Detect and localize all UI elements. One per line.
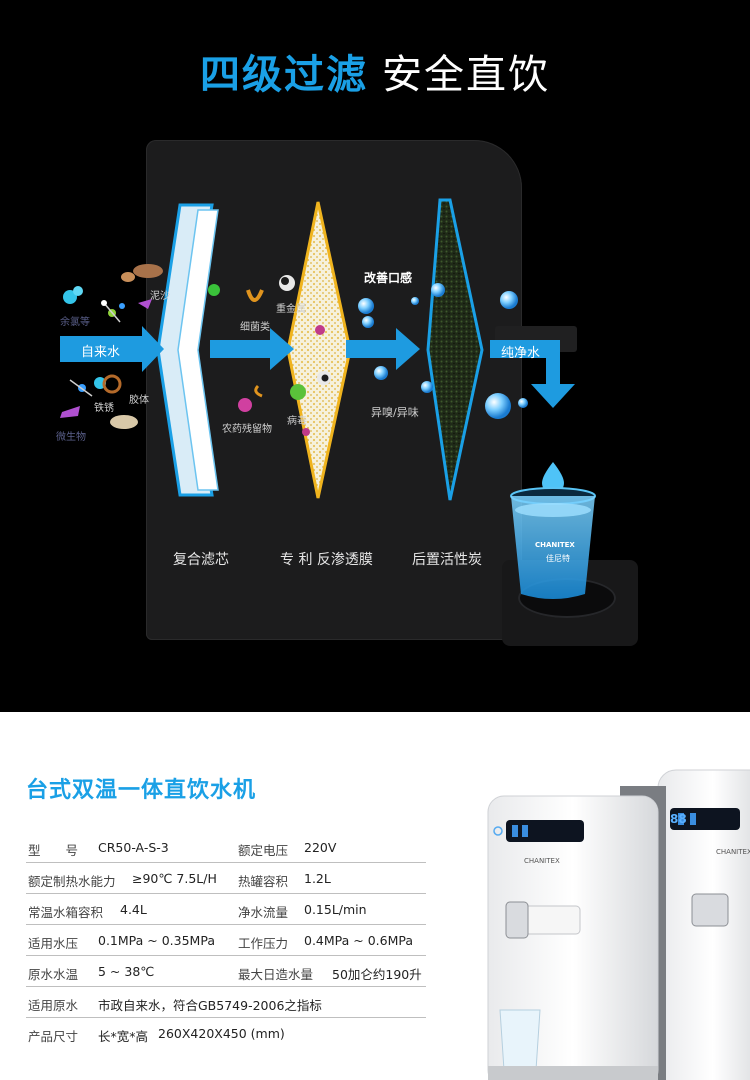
ro-membrane-layer [286,201,352,499]
spec-row: 额定制热水能力 ≥90℃ 7.5L/H 热罐容积 1.2L [26,863,426,894]
spec-value: 5 ~ 38℃ [98,964,155,979]
product-photo [487,769,750,1080]
spec-value: 4.4L [120,902,147,917]
contaminant-rust: 铁锈 [94,403,114,414]
spec-value: 市政自来水，符合GB5749-2006之指标 [98,998,322,1013]
headline-rest: 安全直饮 [382,52,550,98]
stage-label-ro: 专 利 反渗透膜 [280,552,373,568]
arrow-stage2-to-3 [346,328,420,370]
spec-value: CR50-A-S-3 [98,840,169,855]
spec-row: 常温水箱容积 4.4L 净水流量 0.15L/min [26,894,426,925]
banner-headline: 四级过滤安全直饮 [0,42,750,100]
spec-label: 净水流量 [238,905,289,920]
spec-value: 220V [304,840,337,855]
contaminant-odor: 异嗅/异味 [371,406,419,419]
spec-table: 型 号 CR50-A-S-3 额定电压 220V 额定制热水能力 ≥90℃ 7.… [26,832,426,1048]
contaminant-mud: 泥沙 [150,291,170,302]
glass-brand: CHANITEX [535,541,575,549]
device-display-reading: 88 [670,812,687,826]
spec-row: 原水水温 5 ~ 38℃ 最大日造水量 50加仑约190升 [26,956,426,987]
spec-value: 长*宽*高 [98,1029,149,1044]
spec-label: 产品尺寸 [28,1029,79,1044]
filtration-banner: 四级过滤安全直饮 [0,0,750,712]
tap-water-label: 自来水 [81,345,121,360]
water-glass [510,487,596,599]
pure-water-label: 纯净水 [501,346,541,361]
spec-row: 型 号 CR50-A-S-3 额定电压 220V [26,832,426,863]
spec-row: 产品尺寸 长*宽*高 260X420X450 (mm) [26,1018,426,1048]
arrow-stage1-to-2 [210,328,294,370]
spec-label: 热罐容积 [238,874,289,889]
taste-label: 改善口感 [364,271,413,285]
contaminant-dim-bottom: 微生物 [56,432,86,443]
bubbles [358,283,528,419]
spec-value: 1.2L [304,871,331,886]
spec-label: 适用原水 [28,998,79,1013]
spec-value: 0.1MPa ~ 0.35MPa [98,933,215,948]
arrow-outflow [490,340,575,408]
device-brand: CHANITEX [524,857,560,865]
product-title: 台式双温一体直饮水机 [26,778,257,803]
spec-value: 260X420X450 (mm) [158,1026,285,1041]
contaminant-bacteria: 细菌类 [240,322,270,333]
arrow-inflow [60,326,164,372]
contaminant-icons [60,264,331,436]
contaminant-colloid: 胶体 [129,395,149,406]
spec-value: ≥90℃ 7.5L/H [132,871,217,886]
composite-filter-layer [156,203,219,497]
headline-accent: 四级过滤 [200,52,368,98]
spec-label: 最大日造水量 [238,967,314,982]
spec-label: 额定电压 [238,843,289,858]
spec-label: 原水水温 [28,967,79,982]
glass-brand-cn: 佳尼特 [546,554,570,563]
contaminant-virus: 病毒 [287,416,307,427]
spec-label: 型 号 [28,843,79,858]
spec-label: 常温水箱容积 [28,905,104,920]
spec-value: 0.4MPa ~ 0.6MPa [304,933,414,948]
spec-value: 0.15L/min [304,902,367,917]
stage-label-composite: 复合滤芯 [173,552,229,568]
contaminant-dim-top: 余氯等 [60,317,90,328]
carbon-filter-layer [426,198,484,501]
device-brand-right: CHANITEX [716,848,750,856]
contaminant-heavy-metal: 重金属 [276,304,306,315]
spec-value: 50加仑约190升 [332,967,422,982]
spec-label: 额定制热水能力 [28,874,116,889]
contaminant-pesticide: 农药残留物 [222,424,272,435]
water-drop-icon [542,462,564,494]
spec-row: 适用原水 市政自来水，符合GB5749-2006之指标 [26,987,426,1018]
spec-label: 工作压力 [238,936,289,951]
product-spec-section: 台式双温一体直饮水机 型 号 CR50-A-S-3 额定电压 220V 额定制热… [0,712,750,1080]
spec-row: 适用水压 0.1MPa ~ 0.35MPa 工作压力 0.4MPa ~ 0.6M… [26,925,426,956]
spec-label: 适用水压 [28,936,79,951]
filtration-diagram [60,198,596,599]
stage-label-carbon: 后置活性炭 [412,552,482,568]
